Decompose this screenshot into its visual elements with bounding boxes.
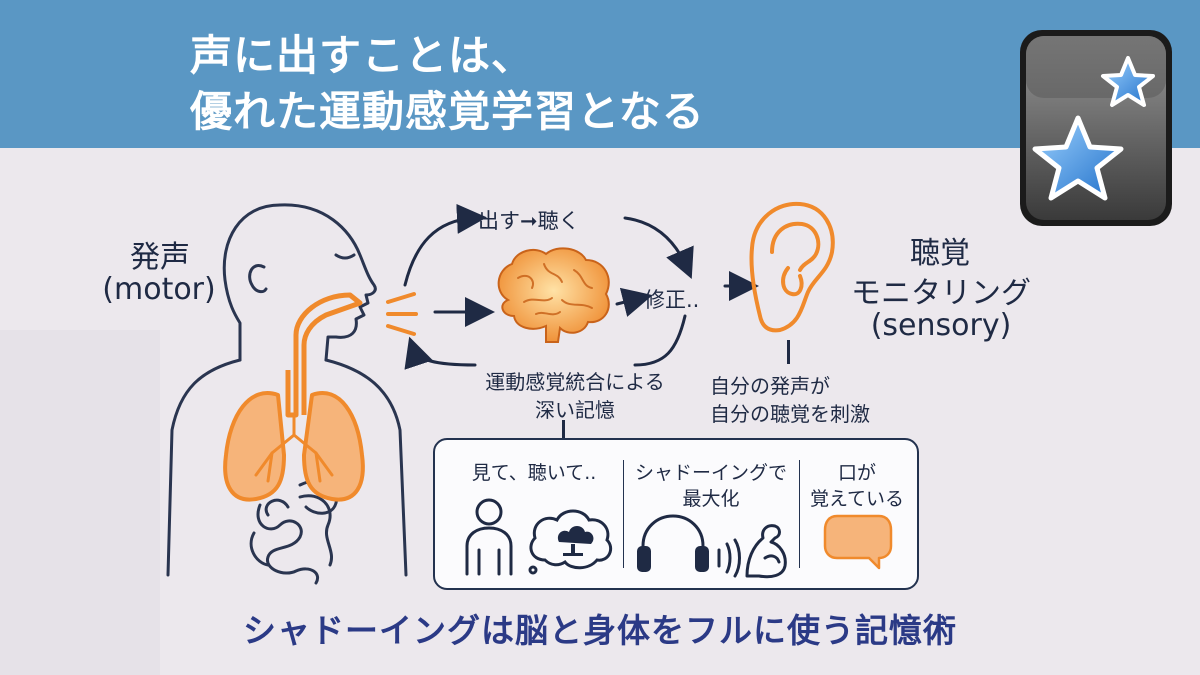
tagline: シャドーイングは脳と身体をフルに使う記憶術 <box>243 611 957 650</box>
speech-bubble-icon <box>823 514 893 570</box>
integration-line1: 運動感覚統合による <box>485 370 665 394</box>
methods-panel: 見て、聴いて.. シャドーイングで 最大化 <box>433 438 919 590</box>
sensory-label: 聴覚 <box>910 236 970 271</box>
sound-waves-icon <box>717 538 741 578</box>
shadowing-line1: シャドーイングで <box>634 462 787 484</box>
self-stimulus-line1: 自分の発声が <box>710 374 830 398</box>
shadowing-icons <box>637 514 787 579</box>
self-stimulus-line2: 自分の聴覚を刺激 <box>710 402 870 426</box>
motor-label: 発声 <box>130 240 190 275</box>
integration-connector-line <box>562 420 565 438</box>
header-title-line1: 声に出すことは、 <box>190 31 535 80</box>
brain-icon <box>497 247 610 343</box>
sensory-sub-label: (sensory) <box>870 308 1012 343</box>
mouth-remembers-line1: 口が <box>837 462 876 484</box>
correction-label: 修正.. <box>644 288 700 312</box>
background-panel <box>0 330 160 675</box>
tree-thought-bubble-icon <box>528 509 613 575</box>
motor-sub-label: (motor) <box>102 272 216 307</box>
voice-lines-icon <box>386 292 418 336</box>
mouth-remembers-line2: 覚えている <box>809 488 905 510</box>
loop-top-label: 出す➞聴く <box>478 209 580 233</box>
header-title-line2: 優れた運動感覚学習となる <box>190 87 705 136</box>
shadowing-line2: 最大化 <box>682 488 740 510</box>
panel-divider-2 <box>799 460 800 568</box>
human-body-icon <box>166 203 408 585</box>
sensory-label-line2: モニタリング <box>851 276 1031 311</box>
see-hear-label: 見て、聴いて.. <box>471 462 597 484</box>
anki-star-icon <box>1020 30 1172 226</box>
person-icon <box>465 498 513 576</box>
ear-icon <box>749 201 835 333</box>
header-banner: 声に出すことは、 優れた運動感覚学習となる <box>0 0 1200 148</box>
person-thinking-group <box>465 498 613 576</box>
feedback-loop-arrows <box>403 203 759 370</box>
panel-divider-1 <box>623 460 624 568</box>
flexed-arm-icon <box>745 524 787 579</box>
integration-line2: 深い記憶 <box>535 398 615 422</box>
ear-connector-line <box>787 340 790 364</box>
headphones-icon <box>641 514 705 562</box>
